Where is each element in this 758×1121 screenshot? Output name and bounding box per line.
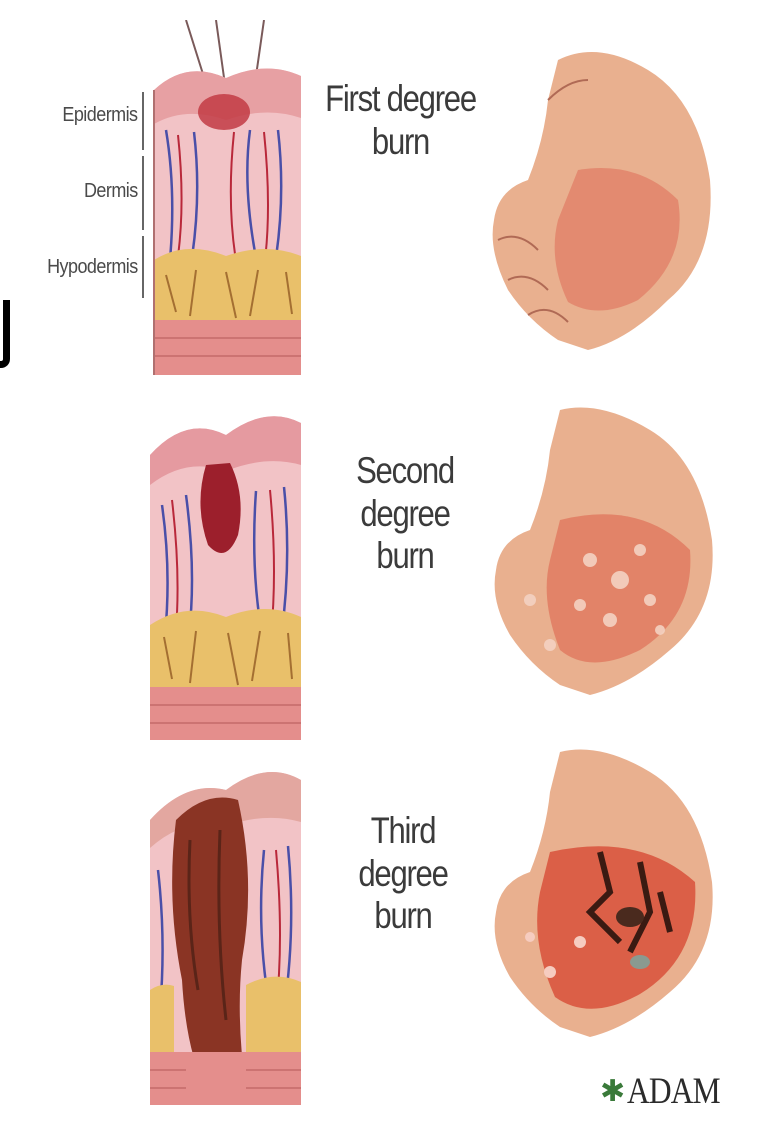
hand-first-degree: [488, 40, 718, 360]
label-epidermis: Epidermis: [63, 104, 138, 127]
third-degree-title-line1: Third degree: [323, 810, 483, 895]
label-dermis: Dermis: [84, 180, 138, 203]
skin-block-first-degree: [146, 20, 306, 375]
hand-second-degree: [490, 400, 720, 700]
cropped-letter-fragment: [0, 300, 10, 368]
first-degree-title: First degree burn: [323, 78, 478, 163]
adam-logo: ✱ ADAM: [600, 1070, 736, 1113]
second-degree-title-line1: Second degree: [317, 450, 493, 535]
hand-third-degree: [490, 742, 720, 1042]
third-degree-title-line2: burn: [323, 895, 483, 938]
adam-star-logo-icon: ✱: [600, 1077, 625, 1107]
second-degree-title-line2: burn: [317, 535, 493, 578]
first-degree-title-line1: First degree: [323, 78, 478, 121]
label-hypodermis: Hypodermis: [47, 256, 138, 279]
skin-block-third-degree: [146, 760, 306, 1105]
first-degree-title-line2: burn: [323, 121, 478, 164]
adam-logo-text: ADAM: [627, 1070, 720, 1113]
third-degree-title: Third degree burn: [323, 810, 483, 938]
second-degree-title: Second degree burn: [317, 450, 493, 578]
skin-block-second-degree: [146, 395, 306, 740]
